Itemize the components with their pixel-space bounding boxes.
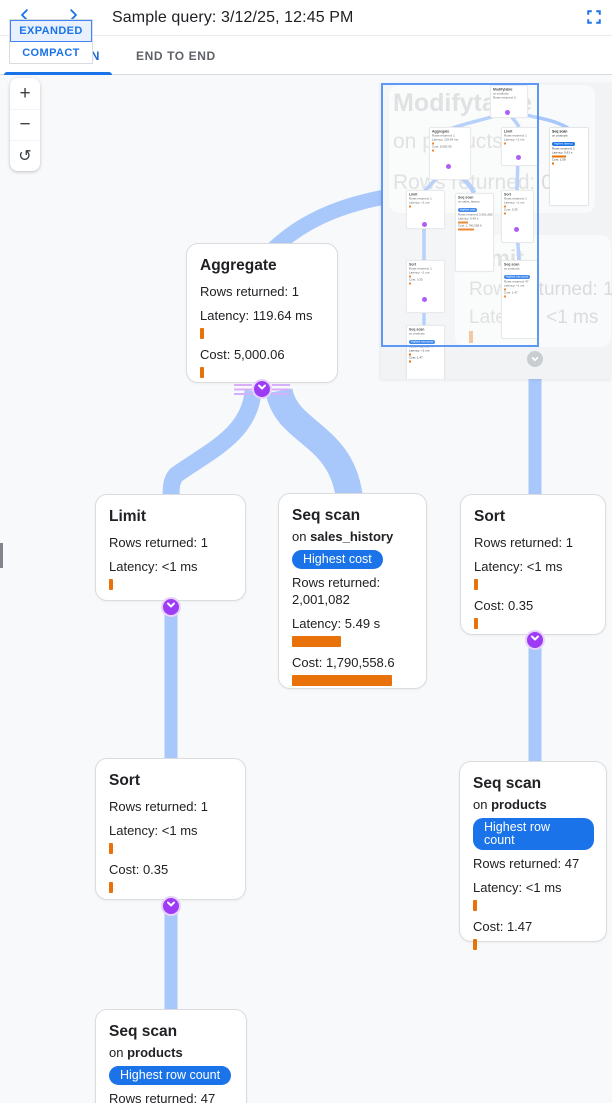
minimap-collapse-dot <box>422 297 427 302</box>
node-title: Seq scan <box>292 507 361 524</box>
cost-bar <box>292 675 392 686</box>
node-title: Sort <box>109 772 140 789</box>
node-table: on products <box>473 797 547 812</box>
node-cost: Cost: 5,000.06 <box>200 347 285 362</box>
node-rows: Rows returned: 1 <box>109 535 208 550</box>
view-toggle: EXPANDED COMPACT <box>9 19 93 64</box>
node-cost: Cost: 1,790,558.6 <box>292 655 395 670</box>
minimap[interactable]: Modifytable on products Rows returned: 0… <box>381 83 612 379</box>
node-title: Seq scan <box>473 775 542 792</box>
plan-node-seq-scan-sales-history[interactable]: Seq scan on sales_history Highest cost R… <box>278 493 427 689</box>
plan-node-aggregate[interactable]: Aggregate Rows returned: 1 Latency: 119.… <box>186 243 338 383</box>
collapse-button-aggregate[interactable] <box>252 379 272 399</box>
chevron-down-icon <box>529 631 541 649</box>
ghost-bar <box>469 331 473 343</box>
node-title: Aggregate <box>200 257 277 274</box>
header: Sample query: 3/12/25, 12:45 PM <box>0 0 612 36</box>
node-cost: Cost: 0.35 <box>474 598 534 613</box>
plan-node-seq-scan-products-bottom[interactable]: Seq scan on products Highest row count R… <box>95 1009 247 1103</box>
node-latency: Latency: <1 ms <box>109 823 198 838</box>
minimap-collapse-dot <box>516 155 521 160</box>
reset-zoom-button[interactable]: ↺ <box>10 140 40 171</box>
chevron-down-icon <box>165 897 177 915</box>
node-cost: Cost: 1.47 <box>473 919 533 934</box>
node-rows: Rows returned: 47 <box>109 1091 216 1103</box>
node-rows: Rows returned: 47 <box>473 856 580 871</box>
collapse-button-sort-left[interactable] <box>161 896 181 916</box>
latency-bar <box>473 900 477 911</box>
expanded-button[interactable]: EXPANDED <box>10 20 92 42</box>
node-rows: Rows returned: 2,001,082 <box>292 575 381 607</box>
node-table: on sales_history <box>292 529 394 544</box>
cost-bar <box>200 367 204 378</box>
collapse-stripes-left <box>234 384 252 395</box>
highest-row-count-badge: Highest row count <box>473 818 594 850</box>
node-title: Sort <box>474 508 505 525</box>
cost-bar <box>109 882 113 893</box>
plan-node-sort-right[interactable]: Sort Rows returned: 1 Latency: <1 ms Cos… <box>460 494 606 635</box>
page-title: Sample query: 3/12/25, 12:45 PM <box>112 8 354 26</box>
zoom-controls: + − ↺ <box>10 78 40 171</box>
cost-bar <box>474 618 478 629</box>
minimap-collapse-dot <box>422 222 427 227</box>
latency-bar <box>292 636 341 647</box>
node-title: Seq scan <box>109 1023 178 1040</box>
chevron-down-icon <box>256 380 268 398</box>
node-rows: Rows returned: 1 <box>200 284 299 299</box>
highest-cost-badge: Highest cost <box>292 550 383 569</box>
plan-node-seq-scan-products-right[interactable]: Seq scan on products Highest row count R… <box>459 761 607 950</box>
fullscreen-icon <box>586 9 602 30</box>
zoom-out-button[interactable]: − <box>10 109 40 140</box>
previous-query-button[interactable] <box>8 3 42 33</box>
collapse-button-sort-right[interactable] <box>525 630 545 650</box>
latency-bar <box>109 843 113 854</box>
node-latency: Latency: <1 ms <box>473 880 562 895</box>
plan-node-limit[interactable]: Limit Rows returned: 1 Latency: <1 ms <box>95 494 246 601</box>
node-title: Limit <box>109 508 147 525</box>
node-rows: Rows returned: 1 <box>109 799 208 814</box>
minimap-collapse-dot <box>446 164 451 169</box>
collapse-button-limit[interactable] <box>161 597 181 617</box>
latency-bar <box>474 579 478 590</box>
node-cost: Cost: 0.35 <box>109 862 169 877</box>
left-scrollbar-thumb[interactable] <box>0 543 3 568</box>
node-latency: Latency: <1 ms <box>474 559 563 574</box>
ghost-chevron-icon <box>527 351 543 367</box>
chevron-left-icon <box>16 6 34 29</box>
cost-bar <box>473 939 477 950</box>
chevron-down-icon <box>165 598 177 616</box>
collapse-stripes-right <box>272 384 290 395</box>
compact-button[interactable]: COMPACT <box>22 46 80 59</box>
node-latency: Latency: 5.49 s <box>292 616 381 631</box>
node-latency: Latency: 119.64 ms <box>200 308 313 323</box>
node-rows: Rows returned: 1 <box>474 535 573 550</box>
fullscreen-button[interactable] <box>584 9 604 29</box>
minimap-collapse-dot <box>514 227 519 232</box>
node-latency: Latency: <1 ms <box>109 559 198 574</box>
chevron-right-icon <box>64 6 82 29</box>
zoom-in-button[interactable]: + <box>19 82 31 104</box>
latency-bar <box>200 328 204 339</box>
next-query-button[interactable] <box>56 3 90 33</box>
tab-end-to-end[interactable]: END TO END <box>136 48 216 63</box>
minimap-collapse-dot <box>505 110 510 115</box>
node-table: on products <box>109 1045 183 1060</box>
latency-bar <box>109 579 113 590</box>
query-plan-canvas[interactable]: Aggregate Rows returned: 1 Latency: 119.… <box>0 75 612 1103</box>
plan-node-sort-left[interactable]: Sort Rows returned: 1 Latency: <1 ms Cos… <box>95 758 246 900</box>
highest-row-count-badge: Highest row count <box>109 1066 232 1085</box>
